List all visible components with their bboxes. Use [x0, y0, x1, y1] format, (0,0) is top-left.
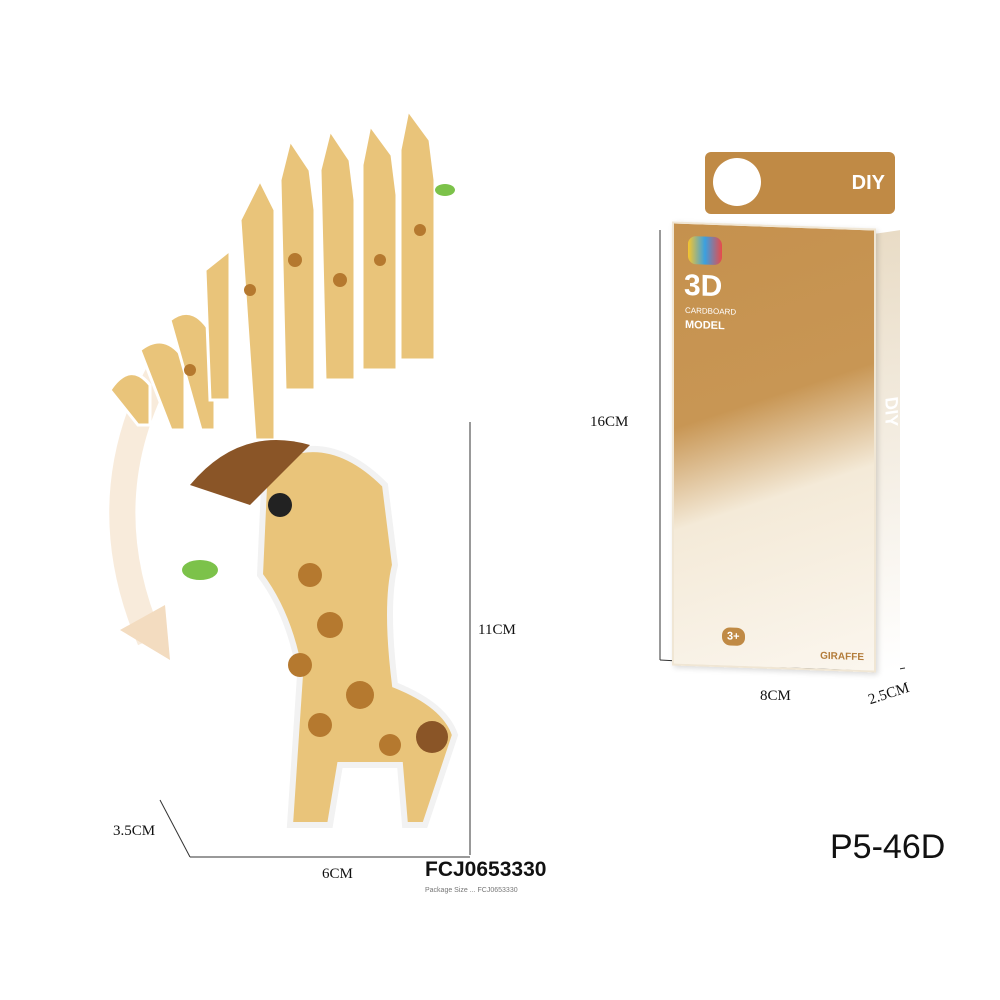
age-badge: 3+ — [722, 627, 745, 646]
package-hanger: DIY — [705, 152, 895, 214]
package-animal-label: GIRAFFE — [820, 650, 864, 664]
assembled-giraffe-illustration — [182, 440, 459, 828]
package-width-label: 8CM — [760, 688, 791, 704]
exploded-layers-illustration — [108, 110, 455, 440]
brand-logo-icon — [688, 235, 722, 266]
package-height-label: 16CM — [590, 414, 629, 430]
package-header-label: DIY — [851, 172, 885, 194]
assembled-depth-label: 3.5CM — [113, 823, 156, 839]
package-side: DIY — [874, 230, 902, 674]
package-title: 3D — [684, 268, 723, 304]
model-number: P5-46D — [830, 828, 946, 866]
package-subtitle: CARDBOARD — [685, 305, 737, 317]
assembled-width-label: 6CM — [322, 866, 353, 882]
package-side-label: DIY — [881, 395, 902, 429]
barcode-code: FCJ0653330 — [425, 858, 547, 881]
package-model-label: MODEL — [685, 318, 725, 333]
assembled-height-label: 11CM — [478, 622, 516, 638]
giraffe-thumbnail — [713, 158, 761, 206]
package-box: 3D CARDBOARD MODEL 3+ GIRAFFE — [672, 221, 876, 673]
package-note: Package Size ... FCJ0653330 — [425, 887, 518, 894]
